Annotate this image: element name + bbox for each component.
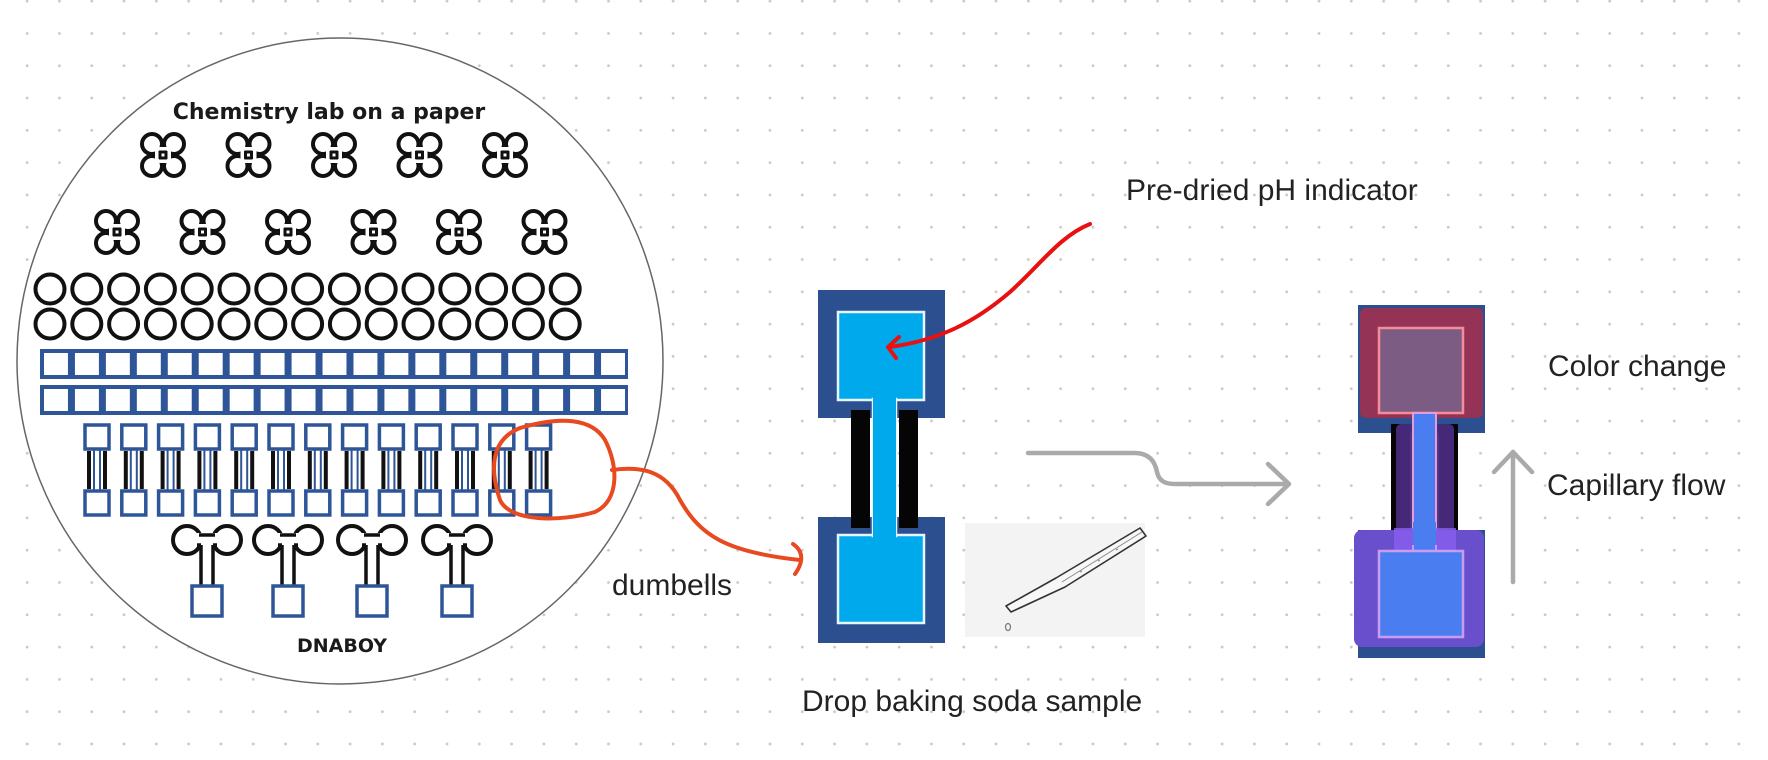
cell-well — [477, 389, 502, 411]
sample-well — [1377, 549, 1465, 639]
cell-well — [601, 353, 625, 375]
label-capillary-flow: Capillary flow — [1547, 469, 1726, 502]
cell-well — [44, 389, 68, 411]
cell-well — [322, 389, 347, 411]
cell-well — [44, 353, 68, 375]
indicator-annotation — [886, 222, 1092, 360]
capillary-arrow — [1491, 449, 1535, 585]
device-after — [1354, 305, 1485, 658]
cell-well — [167, 389, 192, 411]
highlight-loop — [492, 418, 617, 521]
pipette-image — [965, 523, 1147, 637]
device-before — [818, 290, 945, 643]
label-ph-indicator: Pre-dried pH indicator — [1126, 174, 1418, 207]
label-color-change: Color change — [1548, 350, 1727, 383]
cell-well — [570, 353, 595, 375]
cell-well — [105, 353, 130, 375]
process-arrow — [1025, 450, 1292, 507]
highlight-curve — [610, 466, 802, 562]
cell-well — [415, 353, 440, 375]
cell-well — [229, 353, 254, 375]
cell-well — [508, 389, 533, 411]
cell-well — [291, 353, 316, 375]
cell-well — [384, 353, 409, 375]
cell-well — [260, 353, 285, 375]
cell-well — [105, 389, 130, 411]
pipette-drop — [1004, 622, 1012, 632]
cell-well — [570, 389, 595, 411]
label-drop-sample: Drop baking soda sample — [802, 685, 1143, 718]
cell-well — [260, 389, 285, 411]
cell-well — [291, 389, 316, 411]
cell-well — [136, 353, 161, 375]
cell-well — [415, 389, 440, 411]
device-channel-fill — [873, 397, 896, 539]
cell-strip-1 — [40, 349, 628, 379]
cell-well — [446, 389, 471, 411]
cell-well — [539, 389, 564, 411]
highlight-arrowhead — [791, 542, 804, 576]
cell-strip-2 — [40, 385, 628, 415]
device-bottom-well — [836, 533, 926, 625]
wafer-diagram: Chemistry lab on a paper DNABOY — [16, 37, 664, 685]
cell-well — [446, 353, 471, 375]
cell-well — [477, 353, 502, 375]
indicator-arrow-line — [888, 222, 1092, 349]
cell-well — [198, 353, 223, 375]
cell-well — [353, 389, 378, 411]
cell-well — [74, 353, 99, 375]
cell-well — [136, 389, 161, 411]
device-wall-left — [851, 410, 870, 528]
cell-well — [322, 353, 347, 375]
wafer-brand: DNABOY — [297, 635, 387, 657]
pipette-body — [1005, 527, 1147, 613]
highlight-annotation — [492, 418, 804, 576]
cell-well — [508, 353, 533, 375]
device-top-well — [836, 310, 926, 402]
cell-well — [353, 353, 378, 375]
cell-well — [384, 389, 409, 411]
cell-well — [74, 389, 99, 411]
cell-well — [601, 389, 625, 411]
wafer-title: Chemistry lab on a paper — [173, 100, 486, 125]
cell-well — [229, 389, 254, 411]
indicator-arrowhead — [886, 335, 901, 360]
indicator-well-changed — [1377, 326, 1465, 415]
device-wall-right — [899, 410, 918, 528]
cell-well — [198, 389, 223, 411]
cell-well — [539, 353, 564, 375]
cell-well — [167, 353, 192, 375]
label-dumbells: dumbells — [612, 569, 733, 602]
